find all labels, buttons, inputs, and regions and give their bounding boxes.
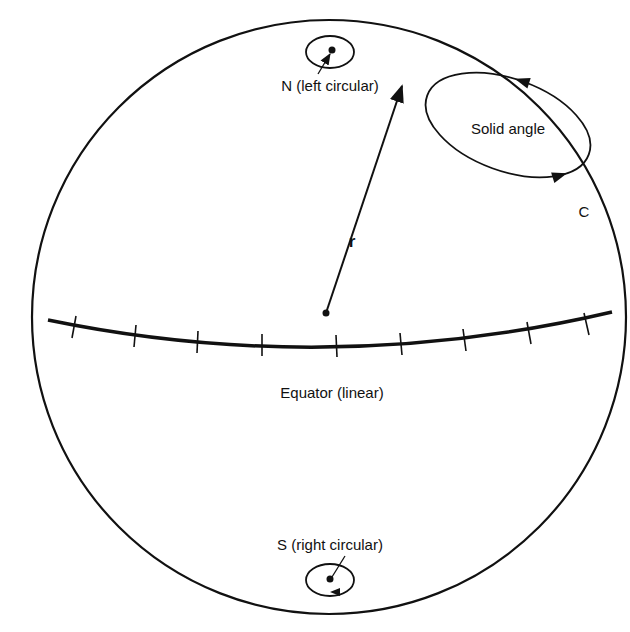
equator-line xyxy=(48,312,612,347)
equator-label: Equator (linear) xyxy=(280,385,383,402)
leader-line xyxy=(318,54,330,74)
equator-ticks xyxy=(72,313,589,357)
vector-label: r xyxy=(349,233,356,252)
radius-vector xyxy=(326,86,402,313)
pole-label: S (right circular) xyxy=(277,537,383,554)
loop-label: Solid angle xyxy=(471,120,545,137)
pole-label: N (left circular) xyxy=(281,78,379,95)
solid-angle-loop: Solid angle xyxy=(416,56,600,194)
curve-label: C xyxy=(579,204,590,221)
pole-dot xyxy=(329,47,336,54)
pole-circle xyxy=(306,36,354,68)
sphere-outline xyxy=(32,20,626,614)
direction-arrowhead xyxy=(515,78,531,89)
direction-arrowhead xyxy=(551,173,567,183)
pole-circle xyxy=(306,564,354,596)
leader-line xyxy=(332,556,345,577)
loop-curve xyxy=(411,52,604,197)
arrowhead xyxy=(330,588,340,596)
